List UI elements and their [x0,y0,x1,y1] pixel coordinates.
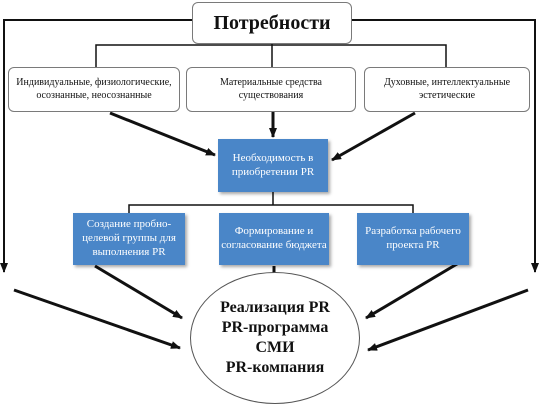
need-label-individual: Индивидуальные, физиологические, осознан… [16,77,172,101]
result-line-media: СМИ [255,339,295,356]
arrow-step1-result [94,264,183,320]
need-label-material: Материальные средства существования [220,77,322,101]
step-box-group: Создание пробно-целевой группы для выпол… [73,213,185,265]
result-ellipse: Реализация PR PR-программа СМИ PR-компан… [190,272,360,404]
result-line-campaign: PR-компания [225,359,325,376]
arrow-step3-result [365,259,463,320]
arrow-need1-center [109,111,216,157]
step-label-project: Разработка рабочего проекта PR [365,225,461,251]
arrow-need3-center [331,111,416,162]
pr-necessity-label: Необходимость в приобретении PR [231,151,315,178]
result-line-program: PR-программа [221,319,329,336]
outer-right-line [352,19,539,273]
step-box-project: Разработка рабочего проекта PR [357,213,469,265]
step-box-budget: Формирование и согласование бюджета [219,213,329,265]
outer-left-line [0,19,192,273]
needs-title-box: Потребности [192,2,352,44]
need-label-spiritual: Духовные, интеллектуальные эстетические [383,77,511,101]
need-box-individual: Индивидуальные, физиологические, осознан… [8,67,180,112]
need-box-material: Материальные средства существования [186,67,356,112]
need-box-spiritual: Духовные, интеллектуальные эстетические [364,67,530,112]
pr-necessity-box: Необходимость в приобретении PR [218,139,328,192]
step-label-budget: Формирование и согласование бюджета [221,225,327,251]
needs-title: Потребности [213,11,331,34]
result-line-implementation: Реализация PR [220,299,330,316]
arrow-outer-right-result [367,288,529,352]
center-to-steps-bracket [128,192,414,213]
arrow-outer-left-result [13,288,181,350]
step-label-group: Создание пробно-целевой группы для выпол… [82,218,176,258]
needs-bracket-line [95,44,447,67]
